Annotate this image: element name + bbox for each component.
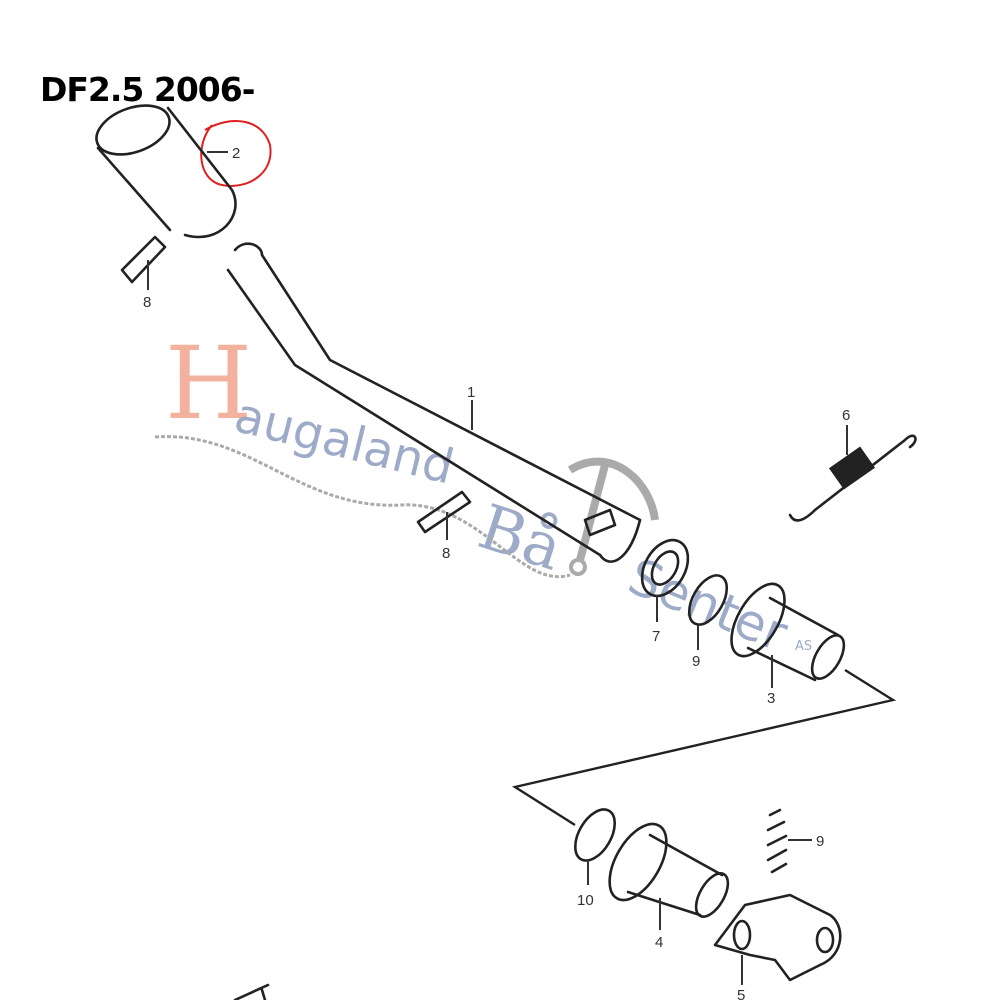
- callout-8b: 8: [442, 545, 450, 562]
- part-8-pin-middle[interactable]: 8: [416, 490, 472, 562]
- watermark-logo: H augaland Bå Senter AS: [154, 325, 812, 663]
- callout-9b: 9: [816, 833, 824, 850]
- callout-3: 3: [767, 690, 775, 707]
- watermark-word1: augaland: [229, 387, 459, 495]
- part-5-bracket[interactable]: 5: [713, 893, 842, 1000]
- watermark-word3: Senter: [621, 547, 796, 663]
- part-2-grip[interactable]: 2: [90, 96, 241, 239]
- partial-part: [233, 983, 270, 1000]
- watermark-suffix: AS: [795, 639, 812, 654]
- assembly-line: [511, 668, 897, 827]
- callout-9a: 9: [692, 653, 700, 670]
- part-7-washer[interactable]: 7: [633, 532, 698, 645]
- highlight-circle: [200, 120, 272, 187]
- anchor-graphic: [567, 457, 659, 521]
- part-8-pin-top[interactable]: 8: [120, 235, 167, 311]
- part-1-tiller-handle[interactable]: 1: [226, 242, 642, 563]
- callout-10: 10: [577, 892, 594, 909]
- callout-7: 7: [652, 628, 660, 645]
- callout-6: 6: [842, 407, 850, 424]
- part-9-ring[interactable]: 9: [682, 569, 735, 670]
- part-9-spring[interactable]: 9: [766, 808, 824, 874]
- part-3-bushing[interactable]: 3: [721, 575, 851, 707]
- callout-4: 4: [655, 934, 663, 951]
- diagram-title: DF2.5 2006-: [40, 70, 255, 109]
- callout-2: 2: [232, 145, 240, 162]
- callout-8a: 8: [143, 294, 151, 311]
- part-10-ring[interactable]: 10: [567, 803, 623, 909]
- callout-5: 5: [737, 987, 745, 1000]
- part-4-bushing[interactable]: 4: [598, 815, 734, 951]
- callout-1: 1: [467, 384, 475, 401]
- part-6-spring[interactable]: 6: [788, 407, 917, 522]
- watermark-initial: H: [165, 325, 252, 442]
